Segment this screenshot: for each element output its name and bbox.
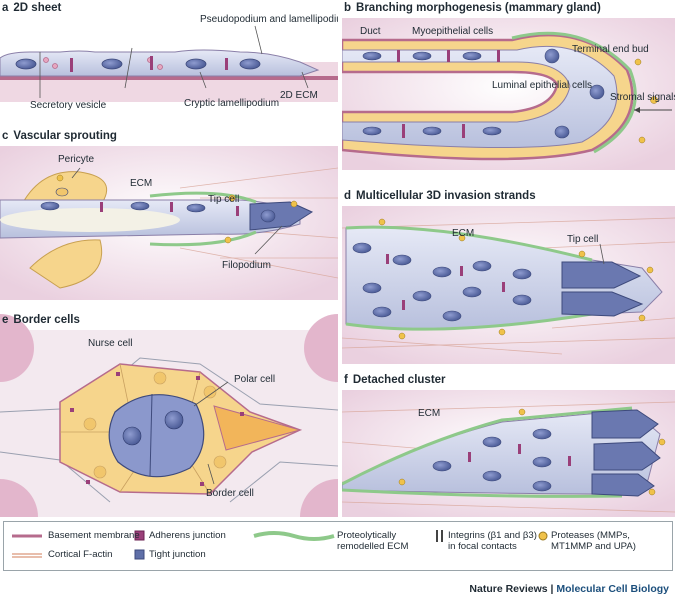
panel-letter: f (344, 374, 348, 386)
legend-adherens-junction: Adherens junction (149, 530, 226, 541)
panel-title-text: Border cells (13, 314, 80, 326)
label-polar-cell: Polar cell (234, 374, 275, 385)
label-ecm: ECM (130, 178, 152, 189)
journal-footer: Nature Reviews | Molecular Cell Biology (469, 583, 669, 595)
legend-integrins: Integrins (β1 and β3) in focal contacts (448, 530, 537, 552)
integrin-icon (436, 530, 443, 542)
label-luminal: Luminal epithelial cells (492, 80, 592, 91)
panel-letter: d (344, 190, 352, 202)
journal-subtitle: Molecular Cell Biology (556, 583, 669, 595)
panel-title-text: Branching morphogenesis (mammary gland) (356, 2, 601, 14)
label-pericyte: Pericyte (58, 154, 95, 165)
panel-title-text: Multicellular 3D invasion strands (356, 190, 536, 202)
tight-junction-icon (134, 549, 145, 560)
panel-title-text: Vascular sprouting (13, 130, 117, 142)
panel-e: e Border cells Nurse cell Polar cell Bord… (0, 312, 338, 517)
panel-f: f Detached cluster ECM (342, 372, 675, 517)
label-pseudopodium: Pseudopodium and lamellipodium (200, 14, 338, 25)
label-stromal: Stromal signals? (610, 92, 675, 103)
panel-f-title: f Detached cluster (344, 374, 446, 386)
remodelled-ecm-symbol (253, 531, 335, 541)
label-nurse-cell: Nurse cell (88, 338, 132, 349)
label-myoepithelial: Myoepithelial cells (412, 26, 493, 37)
label-cryptic-lamellipodium: Cryptic lamellipodium (184, 98, 279, 109)
legend: Basement membrane Cortical F-actin Adher… (3, 521, 673, 571)
panel-d: d Multicellular 3D invasion strands ECM T… (342, 188, 675, 364)
legend-remodelled-ecm: Proteolytically remodelled ECM (337, 530, 409, 552)
panel-a-diagram: Pseudopodium and lamellipodium Secretory… (0, 14, 338, 111)
label-terminal-end-bud: Terminal end bud (572, 44, 649, 55)
adherens-junction-icon (134, 530, 145, 541)
legend-cortical-actin: Cortical F-actin (48, 549, 113, 560)
label-border-cell: Border cell (206, 488, 254, 499)
label-2d-ecm: 2D ECM (280, 90, 318, 101)
panel-c-diagram: Pericyte ECM Tip cell Filopodium (0, 146, 338, 300)
panel-a-title: a 2D sheet (2, 2, 61, 14)
footer-separator: | (547, 583, 557, 595)
label-ecm: ECM (418, 408, 440, 419)
legend-symbols (12, 530, 548, 560)
panel-letter: e (2, 314, 9, 326)
label-ecm: ECM (452, 228, 474, 239)
legend-tight-junction: Tight junction (149, 549, 206, 560)
panel-letter: c (2, 130, 9, 142)
panel-c-title: c Vascular sprouting (2, 130, 117, 142)
label-tip-cell: Tip cell (208, 194, 239, 205)
label-filopodium: Filopodium (222, 260, 271, 271)
panel-b-diagram: Duct Myoepithelial cells Terminal end bu… (342, 18, 675, 170)
legend-basement-membrane: Basement membrane (48, 530, 140, 541)
label-duct: Duct (360, 26, 381, 37)
label-tip-cell: Tip cell (567, 234, 598, 245)
panel-f-diagram: ECM (342, 390, 675, 517)
panel-c: c Vascular sprouting Pericyte ECM Tip cel… (0, 128, 338, 300)
panel-e-title: e Border cells (2, 314, 80, 326)
panel-e-diagram: Nurse cell Polar cell Border cell (0, 314, 338, 517)
journal-name: Nature Reviews (469, 583, 548, 595)
panel-b: b Branching morphogenesis (mammary gland)… (342, 0, 675, 170)
label-secretory-vesicle: Secretory vesicle (30, 100, 107, 111)
panel-d-diagram: ECM Tip cell (342, 206, 675, 364)
panel-letter: b (344, 2, 352, 14)
protease-icon (538, 531, 548, 541)
panel-a: a 2D sheet Pseudopodium and lamellipodium… (0, 0, 338, 118)
panel-b-title: b Branching morphogenesis (mammary gland) (344, 2, 601, 14)
panel-d-title: d Multicellular 3D invasion strands (344, 190, 536, 202)
panel-title-text: 2D sheet (13, 2, 62, 14)
panel-title-text: Detached cluster (352, 374, 446, 386)
legend-proteases: Proteases (MMPs, MT1MMP and UPA) (551, 530, 636, 552)
panel-letter: a (2, 2, 9, 14)
